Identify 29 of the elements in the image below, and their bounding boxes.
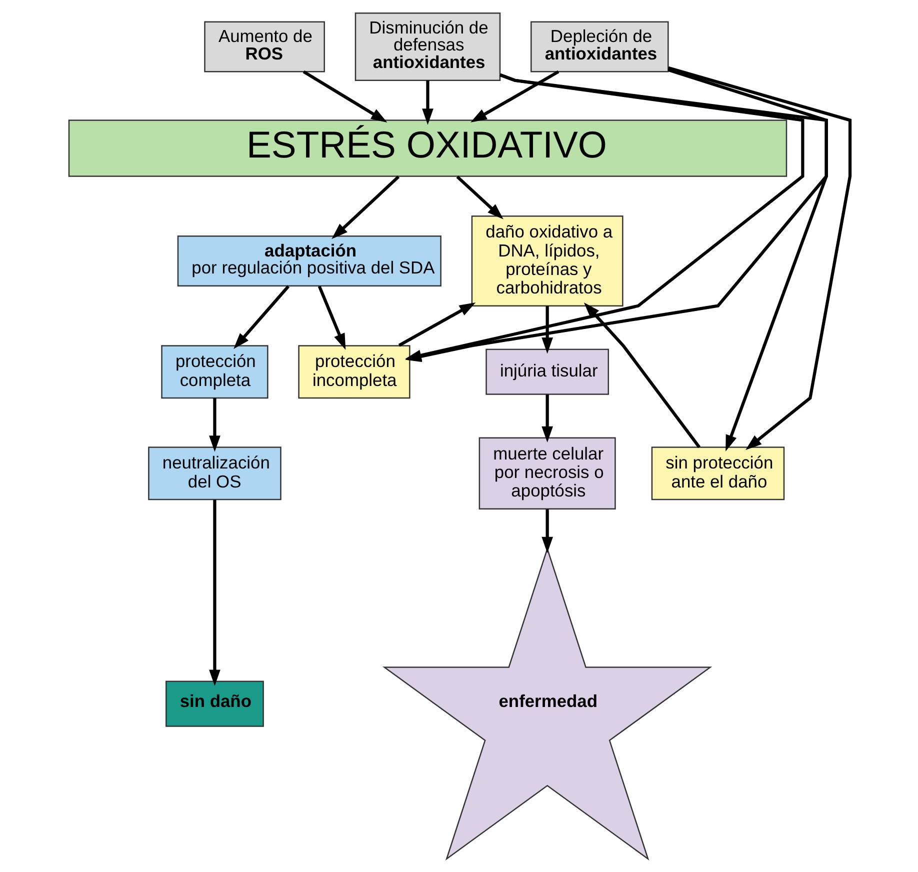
node-box: sin protección ante el daño: [650, 446, 784, 500]
arrow: [541, 509, 552, 554]
node-box: protección incompleta: [298, 345, 410, 399]
arrow: [233, 285, 290, 350]
node-box: ESTRÉS OXIDATIVO: [68, 120, 787, 177]
arrow: [422, 80, 433, 125]
arrow: [541, 394, 552, 443]
node-box: Disminución de defensas antioxidantes: [354, 12, 500, 81]
arrow: [541, 306, 552, 354]
node-box: muerte celular por necrosis o apoptósis: [478, 437, 616, 510]
arrow: [667, 66, 852, 450]
node-box: protección completa: [160, 345, 268, 399]
arrow: [499, 73, 828, 452]
arrow: [208, 500, 220, 686]
arrow: [456, 176, 503, 220]
node-box: daño oxidativo a DNA, lípidos, proteínas y carbohidratos: [470, 216, 623, 306]
arrow: [583, 302, 700, 448]
arrow: [302, 70, 387, 122]
arrow: [317, 286, 346, 350]
node-box: neutralización del OS: [148, 446, 281, 500]
arrow: [208, 398, 220, 452]
node-box: sin daño: [165, 680, 264, 727]
arrow: [470, 70, 559, 122]
arrow: [398, 302, 476, 347]
node-box: injúria tisular: [485, 348, 608, 395]
arrow: [331, 176, 400, 240]
node-box: Aumento de ROS: [204, 21, 324, 72]
node-box: Depleción de antioxidantes: [530, 21, 668, 72]
node-box: adaptación por regulación positiva del SDA: [176, 235, 441, 287]
